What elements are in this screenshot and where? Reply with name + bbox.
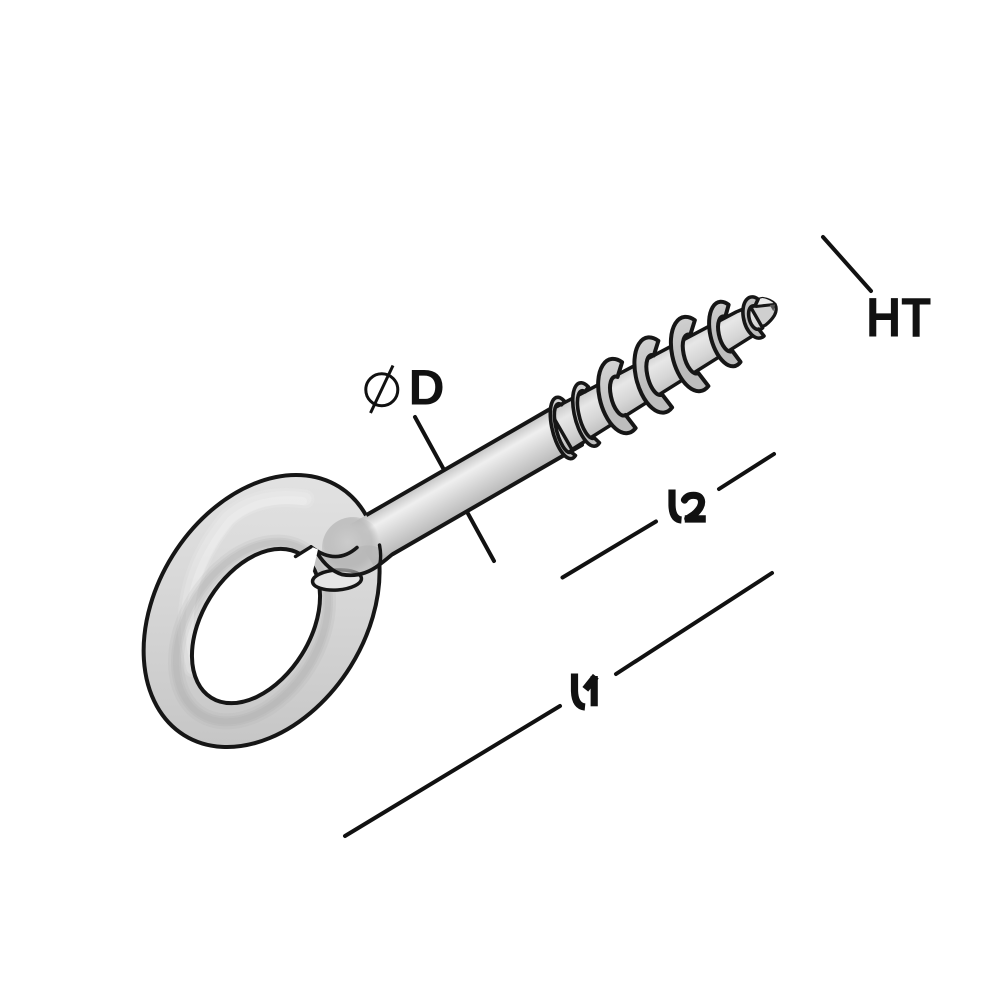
svg-text:HT: HT: [866, 286, 931, 349]
svg-text:D: D: [409, 360, 445, 416]
